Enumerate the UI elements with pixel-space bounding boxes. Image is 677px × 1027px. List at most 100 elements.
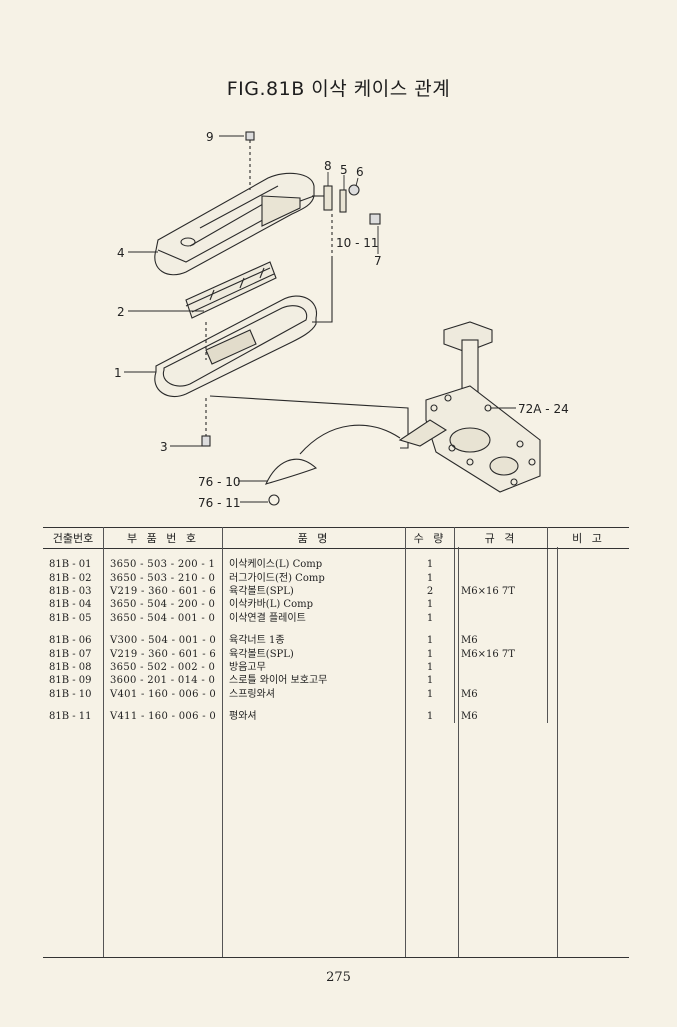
cell-quantity: 1 (405, 598, 455, 612)
cell-part-no: V219 - 360 - 601 - 6 (103, 647, 223, 661)
figure-title: FIG.81B 이삭 케이스 관계 (226, 78, 451, 100)
part-3-bolt (201, 398, 211, 447)
cell-remarks (548, 612, 630, 625)
header-remarks: 비 고 (547, 527, 629, 549)
cell-quantity: 1 (405, 624, 455, 648)
cell-figure-no: 81B - 06 (43, 624, 104, 648)
cell-part-name: 평와셔 (222, 700, 406, 724)
cell-spec: M6×16 7T (454, 584, 548, 599)
column-divider (557, 547, 558, 957)
cell-quantity: 1 (405, 548, 455, 572)
cell-spec (454, 598, 548, 612)
table-row: 81B - 11 V411 - 160 - 006 - 0 평와셔 1 M6 (43, 700, 630, 724)
cell-remarks (548, 661, 630, 674)
cell-quantity: 1 (405, 687, 455, 701)
cell-spec: M6 (454, 687, 548, 701)
header-part-no: 부 품 번 호 (103, 527, 223, 549)
cell-figure-no: 81B - 02 (43, 571, 104, 585)
table-row: 81B - 10 V401 - 160 - 006 - 0 스프링와셔 1 M6 (43, 687, 630, 701)
cell-part-name: 이삭케이스(L) Comp (222, 548, 406, 572)
callout-1: 1 (114, 366, 122, 380)
cell-part-name: 스로틀 와이어 보호고무 (222, 674, 406, 688)
cell-part-no: 3650 - 504 - 200 - 0 (103, 598, 223, 612)
cell-part-name: 육각볼트(SPL) (222, 584, 406, 599)
cell-spec (454, 611, 548, 625)
part-1-case (154, 258, 333, 398)
table-row: 81B - 06 V300 - 504 - 001 - 0 육각너트 1종 1 … (43, 624, 630, 648)
cell-quantity: 1 (405, 674, 455, 688)
parts-5-6-7-8-hardware (312, 184, 381, 258)
part-2-rug-guide (185, 261, 277, 319)
cell-figure-no: 81B - 09 (43, 674, 104, 688)
exploded-parts-diagram: 9 8 5 6 10 - 11 7 4 2 1 3 72A - 24 76 - … (114, 130, 569, 510)
cell-remarks (548, 549, 630, 572)
table-bottom-rule (43, 957, 629, 958)
table-row: 81B - 04 3650 - 504 - 200 - 0 이삭카바(L) Co… (43, 598, 630, 612)
cell-part-no: 3650 - 504 - 001 - 0 (103, 611, 223, 625)
cell-remarks (548, 701, 630, 723)
cell-quantity: 1 (405, 647, 455, 661)
callout-2: 2 (117, 305, 125, 319)
cell-part-name: 육각너트 1종 (222, 624, 406, 648)
callout-3: 3 (160, 440, 168, 454)
table-row: 81B - 05 3650 - 504 - 001 - 0 이삭연결 플레이트 … (43, 611, 630, 625)
cell-spec (454, 674, 548, 688)
cell-part-no: 3600 - 201 - 014 - 0 (103, 674, 223, 688)
cell-part-name: 이삭카바(L) Comp (222, 598, 406, 612)
table-row: 81B - 03 V219 - 360 - 601 - 6 육각볼트(SPL) … (43, 584, 629, 599)
column-divider (103, 547, 104, 957)
column-divider (458, 547, 459, 957)
column-divider (222, 547, 223, 957)
table-row: 81B - 02 3650 - 503 - 210 - 0 러그가이드(전) C… (43, 571, 629, 585)
cell-quantity: 1 (405, 700, 455, 724)
cell-part-name: 이삭연결 플레이트 (222, 611, 406, 625)
callout-leaders (124, 135, 516, 503)
callout-9: 9 (206, 130, 214, 144)
cell-part-name: 방음고무 (222, 660, 406, 675)
cell-spec: M6 (454, 624, 548, 648)
cell-figure-no: 81B - 04 (43, 598, 104, 612)
throttle-wire-assembly (209, 395, 409, 506)
cell-figure-no: 81B - 11 (43, 700, 104, 724)
cell-part-no: 3650 - 503 - 210 - 0 (103, 571, 223, 585)
part-9-bolt (245, 131, 255, 190)
cell-quantity: 1 (405, 660, 455, 675)
table-row: 81B - 01 3650 - 503 - 200 - 1 이삭케이스(L) C… (43, 548, 630, 572)
header-part-name: 품 명 (222, 527, 406, 549)
cell-spec (454, 571, 548, 585)
cell-remarks (548, 598, 630, 611)
cell-figure-no: 81B - 10 (43, 687, 104, 701)
page-number: 275 (326, 970, 351, 985)
cell-remarks (548, 674, 630, 687)
table-row: 81B - 08 3650 - 502 - 002 - 0 방음고무 1 (43, 660, 630, 675)
table-row: 81B - 07 V219 - 360 - 601 - 6 육각볼트(SPL) … (43, 647, 630, 661)
cell-quantity: 2 (405, 584, 455, 599)
cell-spec: M6 (454, 700, 548, 724)
cell-remarks (548, 647, 630, 660)
table-header-row: 건출번호 부 품 번 호 품 명 수 량 규 격 비 고 (43, 527, 629, 549)
cell-figure-no: 81B - 07 (43, 647, 104, 661)
part-4-case-cover (154, 172, 315, 276)
cell-figure-no: 81B - 05 (43, 611, 104, 625)
callout-8: 8 (324, 159, 332, 173)
cell-part-name: 러그가이드(전) Comp (222, 571, 406, 585)
callout-6: 6 (356, 165, 364, 179)
cell-part-name: 스프링와셔 (222, 687, 406, 701)
cell-part-no: V219 - 360 - 601 - 6 (103, 584, 223, 599)
cell-remarks (548, 688, 630, 701)
cell-part-no: 3650 - 502 - 002 - 0 (103, 660, 223, 675)
callout-72a-24: 72A - 24 (518, 402, 569, 416)
cell-figure-no: 81B - 01 (43, 548, 104, 572)
callout-7: 7 (374, 254, 382, 268)
callout-4: 4 (117, 246, 125, 260)
cell-part-no: 3650 - 503 - 200 - 1 (103, 548, 223, 572)
cell-spec (454, 548, 548, 572)
cell-part-no: V411 - 160 - 006 - 0 (103, 700, 223, 724)
cell-quantity: 1 (405, 611, 455, 625)
cell-figure-no: 81B - 03 (43, 584, 104, 599)
parts-list-table: 건출번호 부 품 번 호 품 명 수 량 규 격 비 고 81B - 01 36… (43, 527, 630, 724)
cell-part-no: V300 - 504 - 001 - 0 (103, 624, 223, 648)
part-72a-24-engine-mount (398, 321, 541, 493)
callout-5: 5 (340, 163, 348, 177)
cell-remarks (548, 625, 630, 647)
